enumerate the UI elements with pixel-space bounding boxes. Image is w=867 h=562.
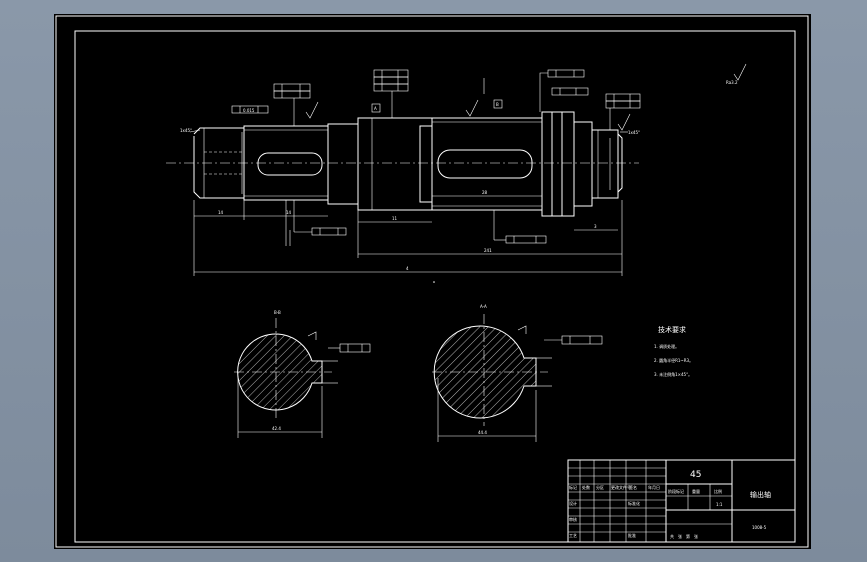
inner-border	[74, 30, 796, 543]
section-a-width: 44.4	[478, 430, 487, 435]
cursor-dot	[433, 281, 435, 283]
tb-material: 45	[690, 470, 701, 480]
tb-scale-label: 比例	[714, 488, 722, 494]
tech-req-title: 技术要求	[658, 325, 686, 334]
tb-count: 处数	[582, 484, 590, 490]
dim-a: 14	[218, 210, 224, 215]
tb-standard: 标准化	[628, 500, 640, 506]
title-block: 标记 处数 分区 更改文件号 签名 年月日 设计 标准化 审核 工艺 批准 45…	[567, 459, 796, 543]
shaft-main-view: 4 241 11 28 14 14 3 0.015	[166, 63, 747, 276]
section-a-a: A-A 44.4	[432, 304, 603, 442]
roughness-label: Ra3.2	[726, 80, 738, 85]
datum-b-label: B	[496, 102, 499, 107]
tech-req-line-1: 1. 调质处理。	[654, 343, 679, 349]
tb-approve: 批准	[628, 532, 636, 538]
chamfer-right-label: 1x45°	[628, 130, 640, 135]
tb-drawing-no: 1008-5	[752, 525, 767, 530]
tb-checker: 审核	[569, 516, 577, 522]
tb-zone: 分区	[596, 484, 604, 490]
tb-sheet: 共 张 第 张	[670, 533, 698, 539]
tb-date: 年月日	[648, 484, 660, 490]
section-a-label: A-A	[480, 304, 487, 309]
tech-req-line-3: 3. 未注倒角1×45°。	[654, 371, 692, 377]
dim-overall: 4	[406, 266, 409, 271]
dim-f: 28	[482, 190, 488, 195]
section-b-label: B-B	[274, 310, 281, 315]
section-b-width: 42.4	[272, 426, 281, 431]
dim-b: 14	[286, 210, 292, 215]
dim-d: 3	[594, 224, 597, 229]
outer-border	[55, 15, 809, 548]
tb-stage: 阶段标记	[668, 488, 684, 494]
gdt-frame-1-value: 0.015	[243, 108, 255, 113]
cad-viewport[interactable]: 4 241 11 28 14 14 3 0.015	[54, 14, 811, 549]
tb-process: 工艺	[569, 533, 577, 538]
tb-part-name: 输出轴	[750, 490, 771, 499]
tb-mark: 标记	[569, 484, 577, 490]
tb-doc: 更改文件号	[611, 484, 631, 490]
datum-a-label: A	[374, 106, 377, 111]
dim-c: 11	[392, 216, 398, 221]
tb-designer: 设计	[569, 500, 577, 506]
tech-req-line-2: 2. 圆角半径R1~R3。	[654, 357, 693, 363]
tb-sign: 签名	[629, 484, 637, 490]
tb-weight: 重量	[692, 488, 700, 494]
dim-e: 241	[484, 248, 492, 253]
section-b-b: B-B 42.4	[234, 310, 371, 438]
technical-requirements: 技术要求 1. 调质处理。 2. 圆角半径R1~R3。 3. 未注倒角1×45°…	[654, 325, 693, 377]
tb-scale: 1:1	[716, 502, 723, 507]
drawing-canvas: 4 241 11 28 14 14 3 0.015	[55, 15, 809, 548]
chamfer-left-label: 1x45°	[180, 128, 192, 133]
